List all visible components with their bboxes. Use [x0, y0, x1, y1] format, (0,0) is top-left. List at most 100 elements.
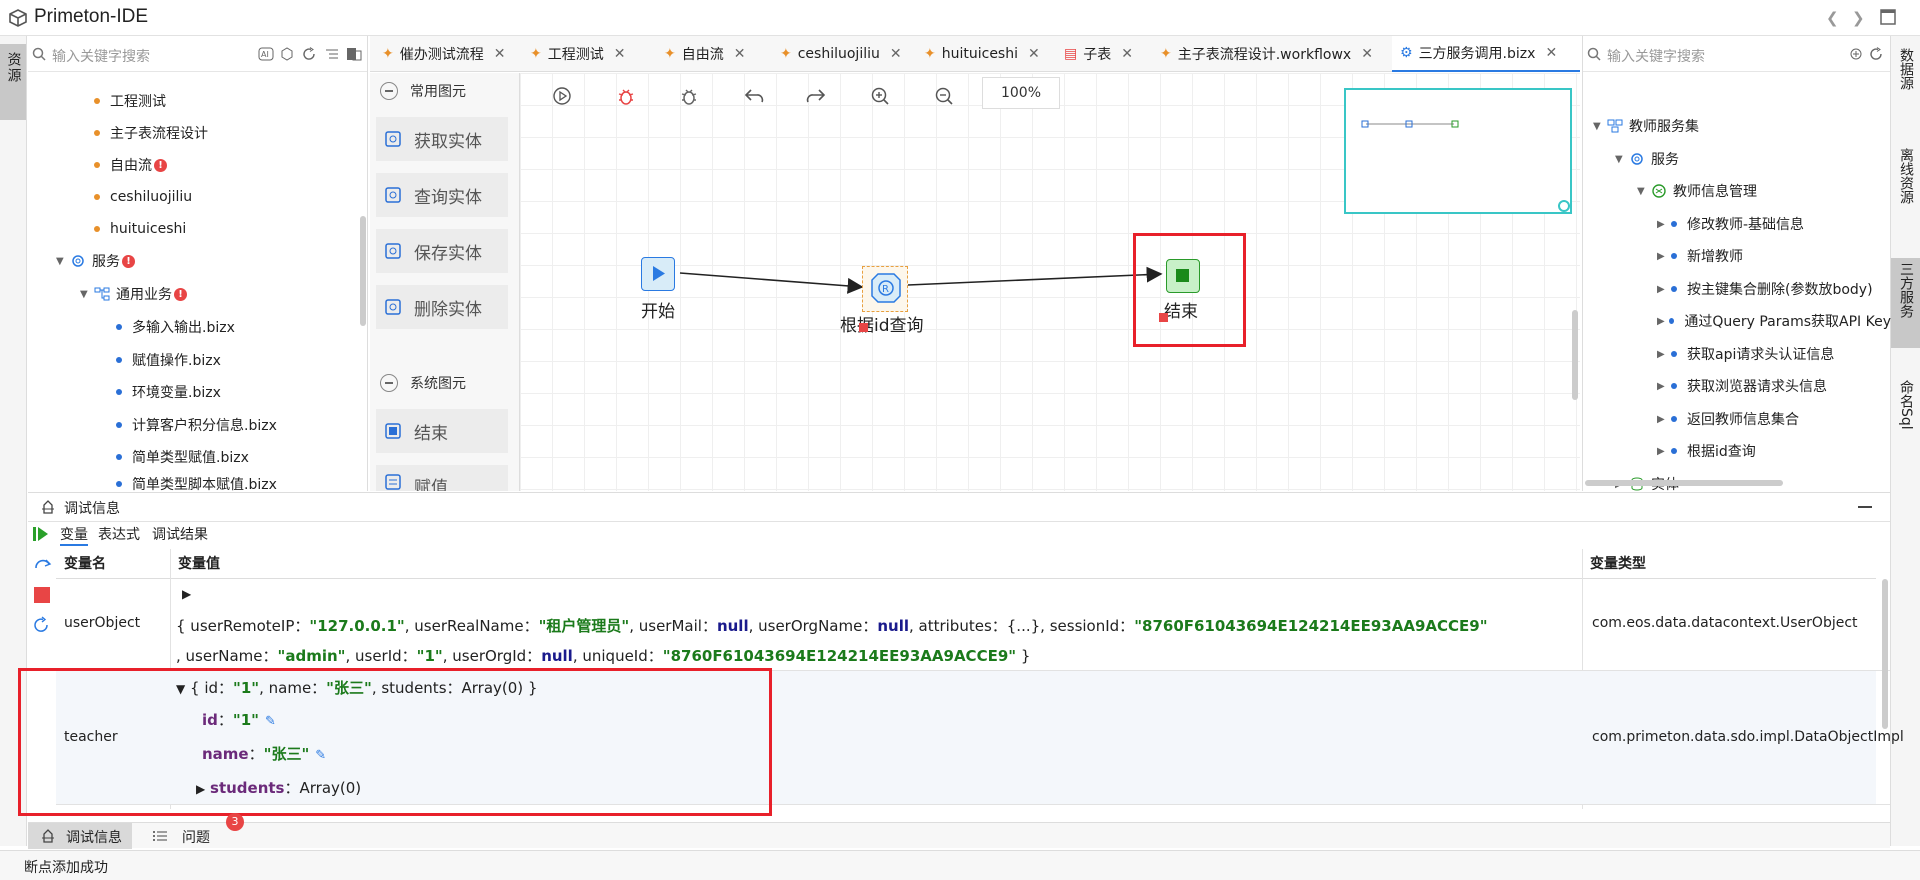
close-icon[interactable]: ✕	[494, 46, 506, 62]
end-node-icon[interactable]	[1166, 259, 1200, 293]
palette-item-save-entity[interactable]: 保存实体	[376, 229, 508, 273]
tree-item-simple-script-assign[interactable]: 简单类型脚本赋值.bizx	[116, 477, 277, 491]
tree-item-customer-points[interactable]: 计算客户积分信息.bizx	[116, 412, 277, 438]
tree-item-return-teachers[interactable]: ▶返回教师信息集合	[1657, 406, 1799, 432]
right-panel-scrollbar[interactable]	[1585, 480, 1783, 486]
refresh-icon[interactable]	[302, 47, 316, 61]
query-node[interactable]: R	[862, 266, 908, 312]
chevron-down-icon[interactable]: ▼	[56, 256, 70, 267]
chevron-down-icon[interactable]: ▼	[1593, 121, 1607, 132]
tab-free-flow[interactable]: ✦自由流✕	[656, 36, 745, 72]
tree-item-teacher-info-mgmt[interactable]: ▼教师信息管理	[1637, 178, 1757, 204]
collapse-all-icon[interactable]	[324, 47, 340, 61]
add-service-icon[interactable]	[1849, 47, 1863, 61]
column-header-type[interactable]: 变量类型	[1582, 549, 1876, 579]
chevron-right-icon[interactable]: ▶	[1657, 251, 1671, 262]
tab-sub-table[interactable]: ▤子表✕	[1056, 36, 1133, 72]
start-node-icon[interactable]	[641, 257, 675, 291]
chevron-down-icon[interactable]: ▼	[1637, 186, 1651, 197]
var-value-teacher-summary[interactable]: ▼ { id："1", name："张三", students：Array(0)…	[176, 677, 537, 698]
tree-item-browser-headers[interactable]: ▶获取浏览器请求头信息	[1657, 373, 1827, 399]
close-icon[interactable]: ✕	[1361, 46, 1373, 62]
palette-item-delete-entity[interactable]: 删除实体	[376, 285, 508, 329]
tree-item-ceshiluojiliu[interactable]: ceshiluojiliu	[94, 184, 192, 210]
resume-icon[interactable]	[32, 526, 50, 542]
expand-arrow-icon[interactable]: ▶	[182, 587, 191, 601]
breakpoint-marker-icon[interactable]	[859, 323, 868, 332]
tree-item-update-teacher[interactable]: ▶修改教师-基础信息	[1657, 211, 1804, 237]
tab-huituiceshi[interactable]: ✦huituiceshi✕	[916, 36, 1040, 72]
palette-item-get-entity[interactable]: 获取实体	[376, 117, 508, 161]
tab-urge-test[interactable]: ✦催办测试流程✕	[374, 36, 505, 72]
translate-icon[interactable]	[346, 47, 362, 61]
minimize-icon[interactable]	[1858, 506, 1872, 508]
chevron-right-icon[interactable]: ▶	[1657, 219, 1671, 230]
chevron-right-icon[interactable]: ▶	[1657, 381, 1671, 392]
maximize-icon[interactable]	[1880, 9, 1896, 25]
column-header-name[interactable]: 变量名	[56, 549, 170, 579]
edit-pencil-icon[interactable]: ✎	[315, 748, 326, 763]
var-name-teacher[interactable]: teacher	[64, 729, 118, 745]
datasource-side-tab[interactable]: 数据源	[1891, 44, 1920, 114]
close-icon[interactable]: ✕	[1028, 46, 1040, 62]
named-sql-side-tab[interactable]: 命名Sql	[1891, 376, 1920, 476]
close-icon[interactable]: ✕	[734, 46, 746, 62]
chevron-down-icon[interactable]: ▼	[1615, 154, 1629, 165]
edit-pencil-icon[interactable]: ✎	[265, 714, 276, 729]
stop-debug-icon[interactable]	[34, 587, 50, 603]
tree-item-free-flow[interactable]: 自由流!	[94, 152, 167, 178]
chevron-down-icon[interactable]: ▼	[80, 289, 94, 300]
step-over-icon[interactable]	[34, 558, 52, 572]
teacher-students-row[interactable]: ▶ students：Array(0)	[196, 777, 361, 798]
tree-item-services[interactable]: ▼服务	[1615, 146, 1679, 172]
tree-item-common-business[interactable]: ▼通用业务!	[80, 281, 187, 307]
left-search-input[interactable]: 输入关键字搜索	[52, 46, 150, 66]
resources-side-tab[interactable]: 资源	[0, 44, 26, 120]
tab-third-party-service[interactable]: ⚙三方服务调用.bizx✕	[1392, 36, 1580, 72]
chevron-right-icon[interactable]: ▶	[1657, 316, 1669, 327]
chevron-right-icon[interactable]: ▶	[1657, 284, 1671, 295]
tree-item-add-teacher[interactable]: ▶新增教师	[1657, 243, 1743, 269]
tree-item-huituiceshi[interactable]: huituiceshi	[94, 216, 186, 242]
tree-item-delete-by-keys[interactable]: ▶按主键集合删除(参数放body)	[1657, 276, 1873, 302]
tab-debug-results[interactable]: 调试结果	[152, 524, 208, 544]
teacher-name-row[interactable]: name："张三"✎	[202, 743, 326, 764]
palette-item-end[interactable]: 结束	[376, 409, 508, 453]
chevron-right-icon[interactable]: ▶	[1657, 414, 1671, 425]
tree-item-multi-io[interactable]: 多输入输出.bizx	[116, 314, 235, 340]
cube-icon[interactable]	[280, 47, 294, 61]
tab-master-detail-workflow[interactable]: ✦主子表流程设计.workflowx✕	[1152, 36, 1373, 72]
collapse-icon[interactable]	[380, 374, 398, 392]
tree-item-env-vars[interactable]: 环境变量.bizx	[116, 379, 221, 405]
tab-ceshiluojiliu[interactable]: ✦ceshiluojiliu✕	[772, 36, 902, 72]
tree-item-query-by-id[interactable]: ▶根据id查询	[1657, 438, 1756, 464]
tree-item-query-params-api-key[interactable]: ▶通过Query Params获取API Key	[1657, 308, 1891, 334]
var-name-userobject[interactable]: userObject	[64, 615, 140, 631]
ai-icon[interactable]: AI	[258, 47, 274, 61]
expand-arrow-icon[interactable]: ▶	[196, 782, 205, 796]
offline-resources-side-tab[interactable]: 离线资源	[1891, 144, 1920, 234]
tree-item-master-detail[interactable]: 主子表流程设计	[94, 120, 208, 146]
var-value-userobject-line2[interactable]: , userName："admin", userId："1", userOrgI…	[176, 645, 1030, 666]
tree-item-assign[interactable]: 赋值操作.bizx	[116, 347, 221, 373]
collapse-arrow-icon[interactable]: ▼	[176, 682, 185, 696]
third-party-service-side-tab[interactable]: 三方服务	[1891, 258, 1920, 348]
close-icon[interactable]: ✕	[614, 46, 626, 62]
var-value-userobject-line1[interactable]: { userRemoteIP："127.0.0.1", userRealName…	[176, 615, 1488, 636]
bottom-tab-debug[interactable]: 调试信息	[28, 823, 132, 849]
bottom-tab-problems[interactable]: 问题 3	[152, 823, 232, 849]
forward-arrow-icon[interactable]: ❯	[1852, 9, 1865, 27]
tree-item-simple-assign[interactable]: 简单类型赋值.bizx	[116, 444, 249, 470]
tab-project-test[interactable]: ✦工程测试✕	[522, 36, 625, 72]
table-scrollbar[interactable]	[1882, 579, 1888, 729]
tree-item-services[interactable]: ▼服务!	[56, 248, 135, 274]
restart-icon[interactable]	[33, 616, 51, 634]
left-panel-scrollbar[interactable]	[360, 216, 366, 326]
palette-item-query-entity[interactable]: 查询实体	[376, 173, 508, 217]
tab-expressions[interactable]: 表达式	[98, 524, 140, 544]
chevron-right-icon[interactable]: ▶	[1657, 349, 1671, 360]
collapse-icon[interactable]	[380, 82, 398, 100]
chevron-right-icon[interactable]: ▶	[1657, 446, 1671, 457]
tree-item-api-header-auth[interactable]: ▶获取api请求头认证信息	[1657, 341, 1834, 367]
right-search-input[interactable]: 输入关键字搜索	[1607, 46, 1705, 66]
